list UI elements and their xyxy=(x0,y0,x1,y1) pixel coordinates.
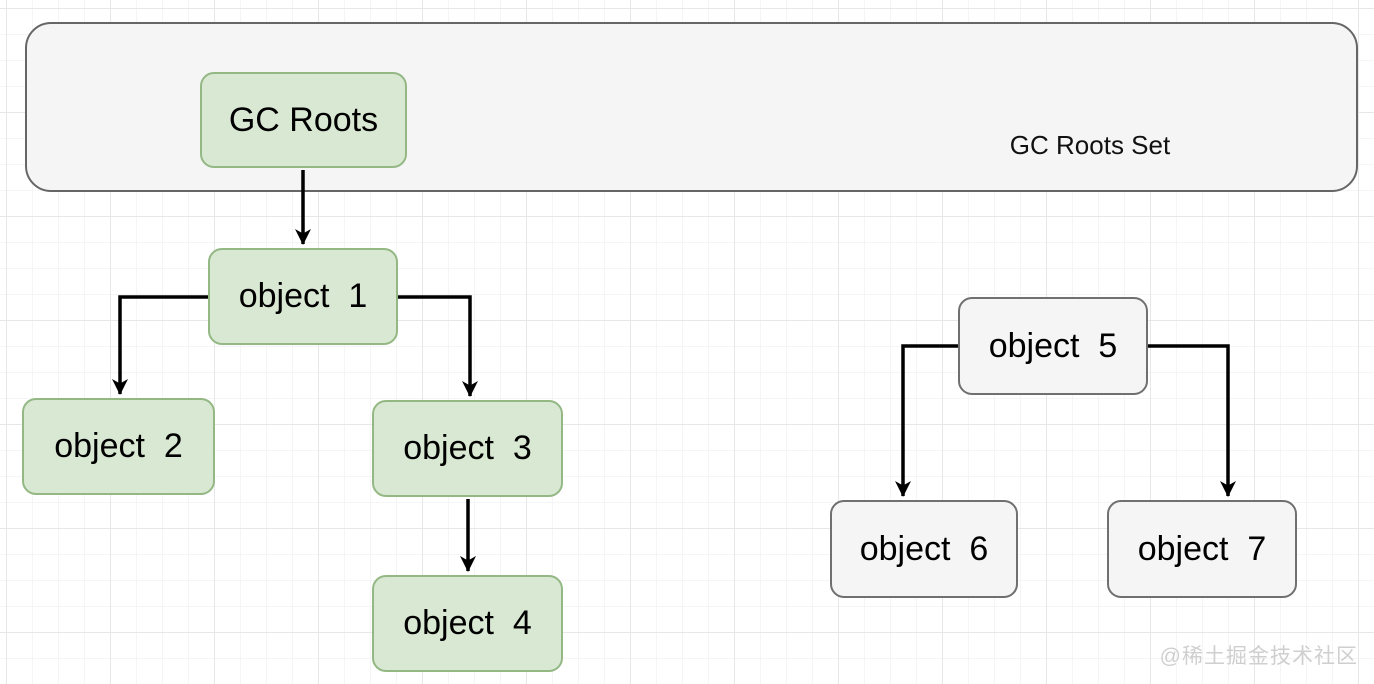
node-object-6-label: object 6 xyxy=(859,529,989,568)
node-object-3-label: object 3 xyxy=(403,429,532,467)
node-object-1-label: object 1 xyxy=(238,277,368,315)
node-object-7: object 7 xyxy=(1107,500,1297,598)
node-object-7-label: object 7 xyxy=(1137,529,1267,568)
edge-object1-object3 xyxy=(398,295,478,397)
node-object-2-label: object 2 xyxy=(54,427,183,465)
node-gc-roots: GC Roots xyxy=(200,72,407,168)
node-object-4-label: object 4 xyxy=(403,604,532,642)
gc-roots-set-label: GC Roots Set xyxy=(1009,130,1171,160)
node-object-5-label: object 5 xyxy=(988,326,1118,365)
node-gc-roots-label: GC Roots xyxy=(228,100,379,139)
edge-object5-object7 xyxy=(1148,344,1236,497)
node-object-2: object 2 xyxy=(22,398,215,495)
node-object-3: object 3 xyxy=(372,400,563,497)
node-object-4: object 4 xyxy=(372,575,563,672)
edge-object1-object2 xyxy=(112,295,208,395)
node-object-6: object 6 xyxy=(830,500,1018,598)
edge-object5-object6 xyxy=(895,344,958,497)
node-object-5: object 5 xyxy=(958,297,1148,395)
node-object-1: object 1 xyxy=(208,248,398,345)
watermark-text: @稀土掘金技术社区 xyxy=(1159,645,1358,668)
